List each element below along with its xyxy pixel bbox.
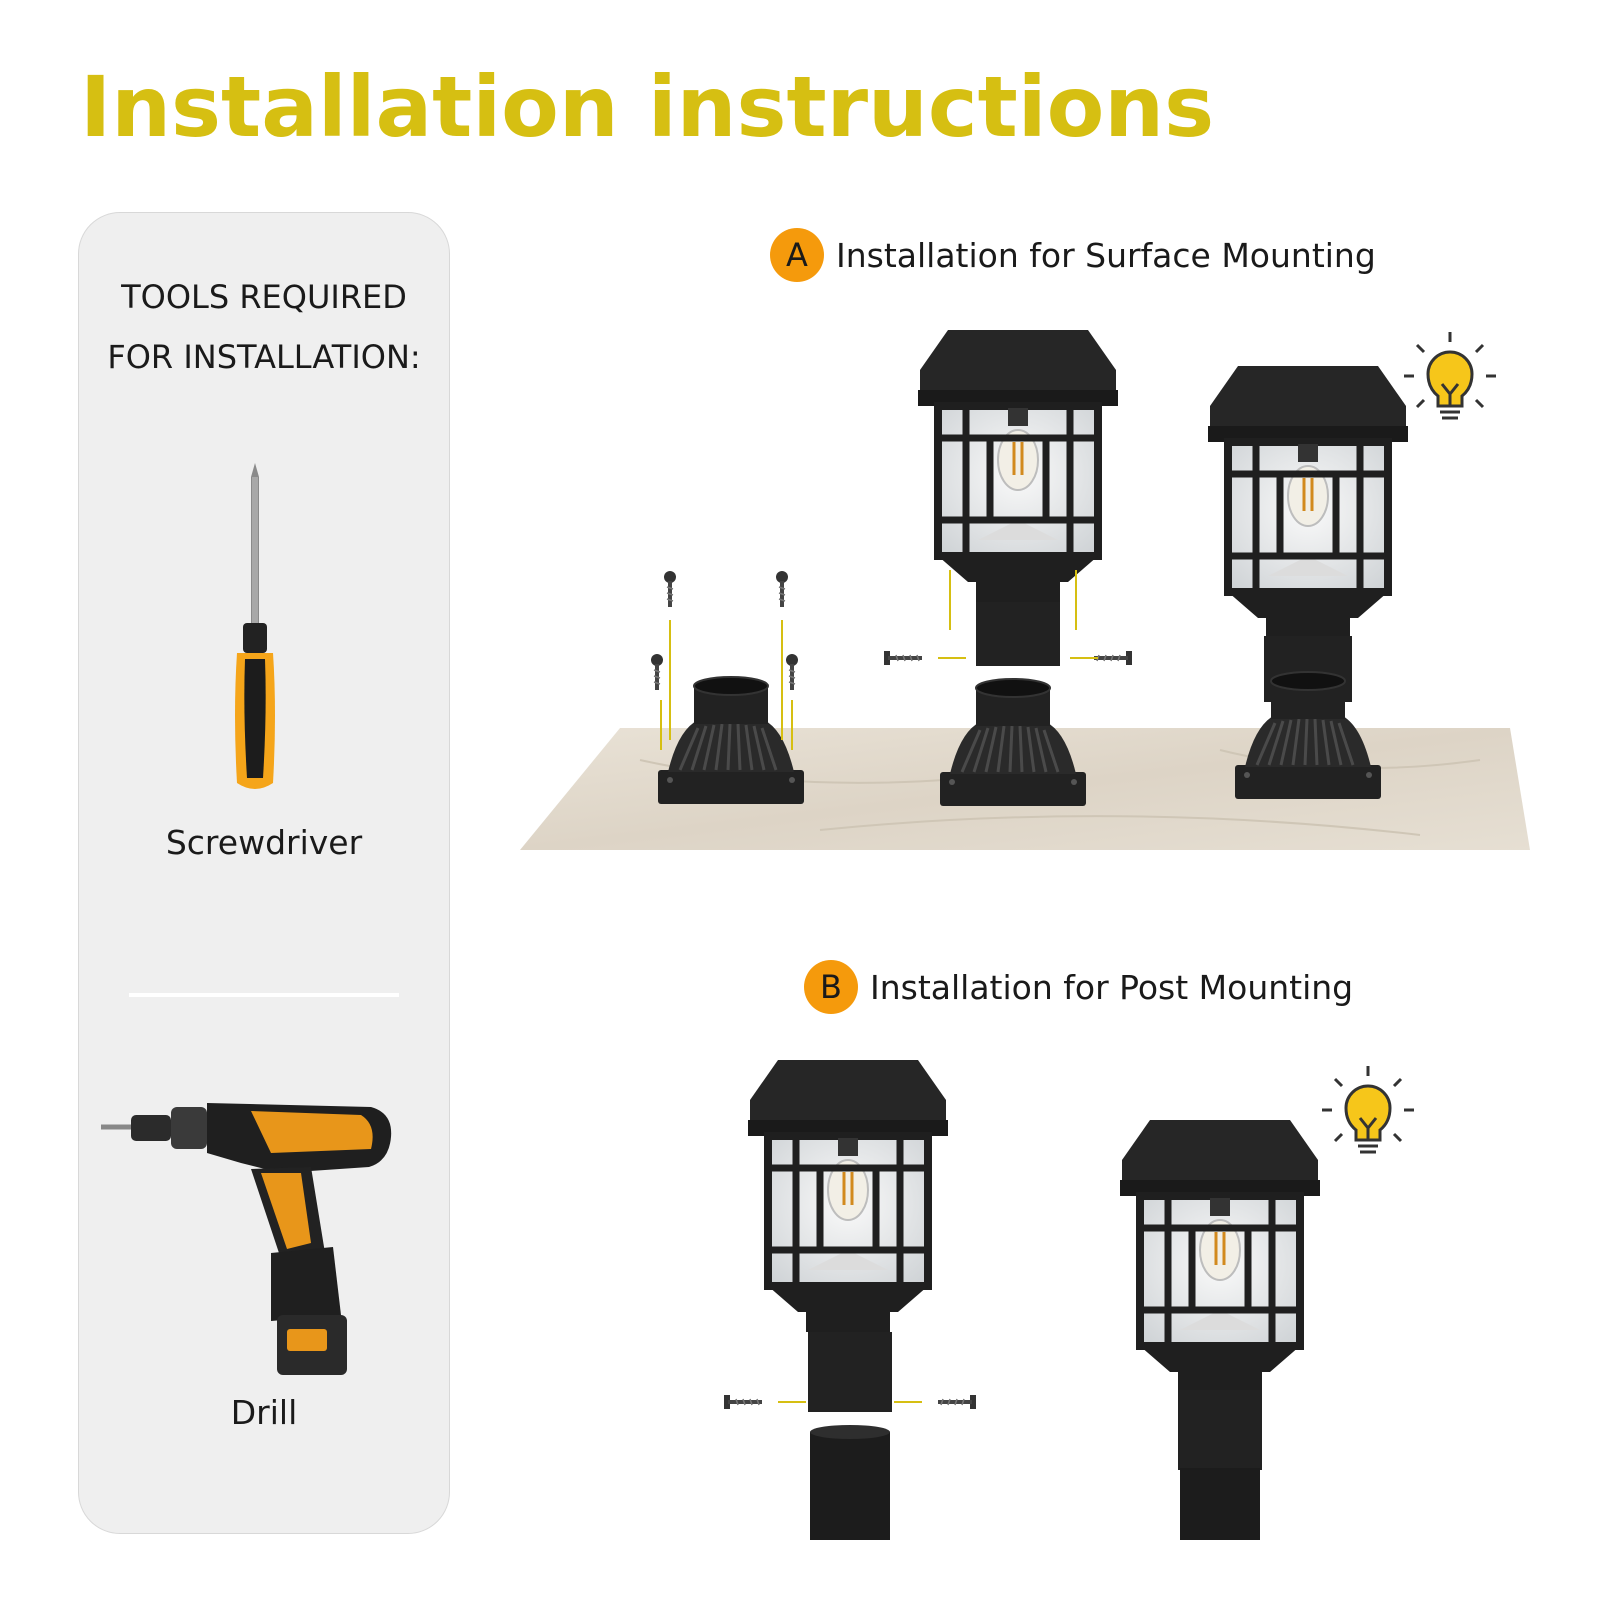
post-step2-adapter [1178,1390,1262,1470]
post-step1-adapter [808,1332,892,1412]
tools-panel: TOOLS REQUIRED FOR INSTALLATION: Screwdr… [78,212,450,1534]
step1-screw [784,652,800,692]
post-mounting-illustration [722,1060,1416,1540]
post-step2-pole [1180,1468,1260,1540]
step2-screw-right [1092,649,1134,667]
step2-base [938,677,1088,808]
step3-lamp-head [1208,366,1408,638]
step2-adapter [976,602,1060,666]
tools-divider [129,993,399,997]
post-step1-screw-right [936,1393,978,1411]
step2-lamp-head [918,330,1118,602]
step1-arrows [660,620,793,750]
step2-screw-left [882,649,924,667]
drill-icon [101,1103,392,1375]
lightbulb-icon [1402,330,1498,420]
tools-heading-line2: FOR INSTALLATION: [107,338,421,376]
post-step1-lamp-head [748,1060,948,1332]
post-step1-pole [810,1432,890,1540]
section-b-title: B Installation for Post Mounting [804,960,1353,1014]
tool-label-screwdriver: Screwdriver [165,823,363,862]
section-a-label: Installation for Surface Mounting [836,235,1376,275]
tool-label-drill: Drill [230,1393,298,1432]
surface-mounting-illustration [520,330,1530,850]
post-step1-screw-left [722,1393,764,1411]
lightbulb-icon [1320,1064,1416,1154]
step1-screw [649,652,665,692]
section-b-badge: B [804,960,858,1014]
step3-base [1233,670,1383,801]
post-step2-lamp-head [1120,1120,1320,1392]
step1-screw [662,569,678,609]
page-title: Installation instructions [80,58,1215,156]
screwdriver-icon [235,463,275,789]
drill-body-accent [251,1111,373,1153]
section-a-title: A Installation for Surface Mounting [770,228,1376,282]
tools-heading: TOOLS REQUIRED FOR INSTALLATION: [79,267,449,387]
step1-screw [774,569,790,609]
tools-heading-line1: TOOLS REQUIRED [121,278,407,316]
section-a-badge: A [770,228,824,282]
section-b-label: Installation for Post Mounting [870,967,1354,1007]
